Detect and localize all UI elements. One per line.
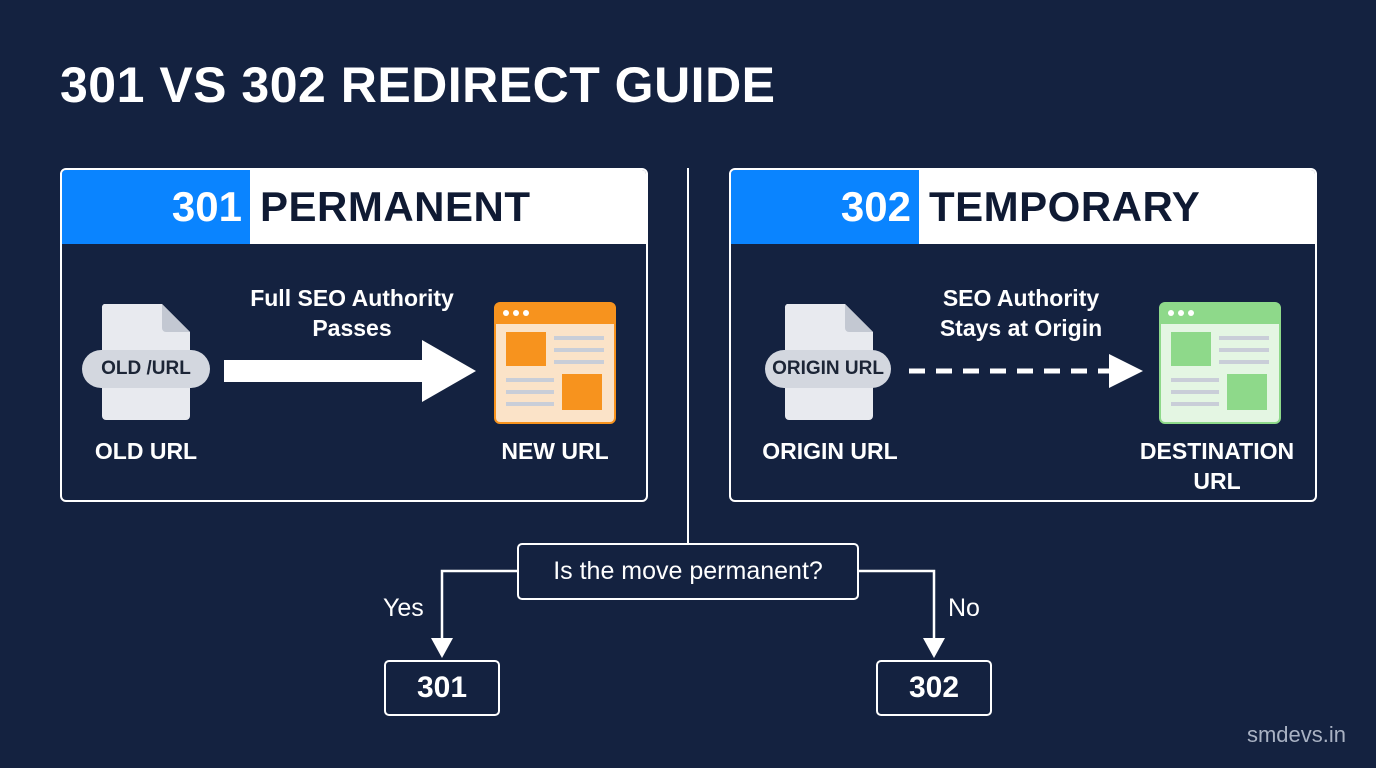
dashed-arrow-icon (909, 354, 1143, 388)
panel-title: PERMANENT (260, 183, 531, 230)
solid-arrow-icon (224, 340, 476, 402)
no-branch-label: No (948, 594, 980, 622)
flow-text-line: Full SEO Authority (250, 285, 454, 311)
page-title: 301 VS 302 REDIRECT GUIDE (60, 57, 776, 113)
watermark-text: smdevs.in (1246, 722, 1346, 747)
panel-header: 302 TEMPORARY (731, 170, 1315, 244)
browser-window-icon (494, 302, 616, 424)
flow-text-line: Passes (312, 315, 392, 341)
panel-header: 301 PERMANENT (62, 170, 646, 244)
flow-description: Full SEO Authority Passes (228, 283, 476, 343)
status-code-badge: 301 (62, 170, 250, 244)
outcome-301-box: 301 (384, 660, 500, 716)
panel-title: TEMPORARY (929, 183, 1201, 230)
yes-branch-label: Yes (383, 594, 424, 622)
old-url-label: OLD URL (94, 438, 198, 464)
destination-label-line: DESTINATION (1139, 438, 1295, 464)
decision-question-box: Is the move permanent? (517, 543, 859, 600)
flow-description: SEO Authority Stays at Origin (921, 283, 1121, 343)
panel-301-permanent: 301 PERMANENT OLD /URL OLD URL Full SEO … (60, 168, 648, 502)
destination-label-line: URL (1193, 468, 1241, 494)
outcome-302-box: 302 (876, 660, 992, 716)
origin-url-pill: ORIGIN URL (765, 350, 891, 388)
center-divider (687, 168, 689, 545)
destination-url-label: DESTINATION URL (1125, 436, 1309, 496)
flow-text-line: Stays at Origin (939, 315, 1103, 341)
old-url-pill: OLD /URL (82, 350, 210, 388)
status-code-badge: 302 (731, 170, 919, 244)
new-url-label: NEW URL (501, 438, 609, 464)
panel-302-temporary: 302 TEMPORARY ORIGIN URL ORIGIN URL SEO … (729, 168, 1317, 502)
origin-url-label: ORIGIN URL (762, 438, 898, 464)
browser-window-icon (1159, 302, 1281, 424)
flow-text-line: SEO Authority (942, 285, 1100, 311)
